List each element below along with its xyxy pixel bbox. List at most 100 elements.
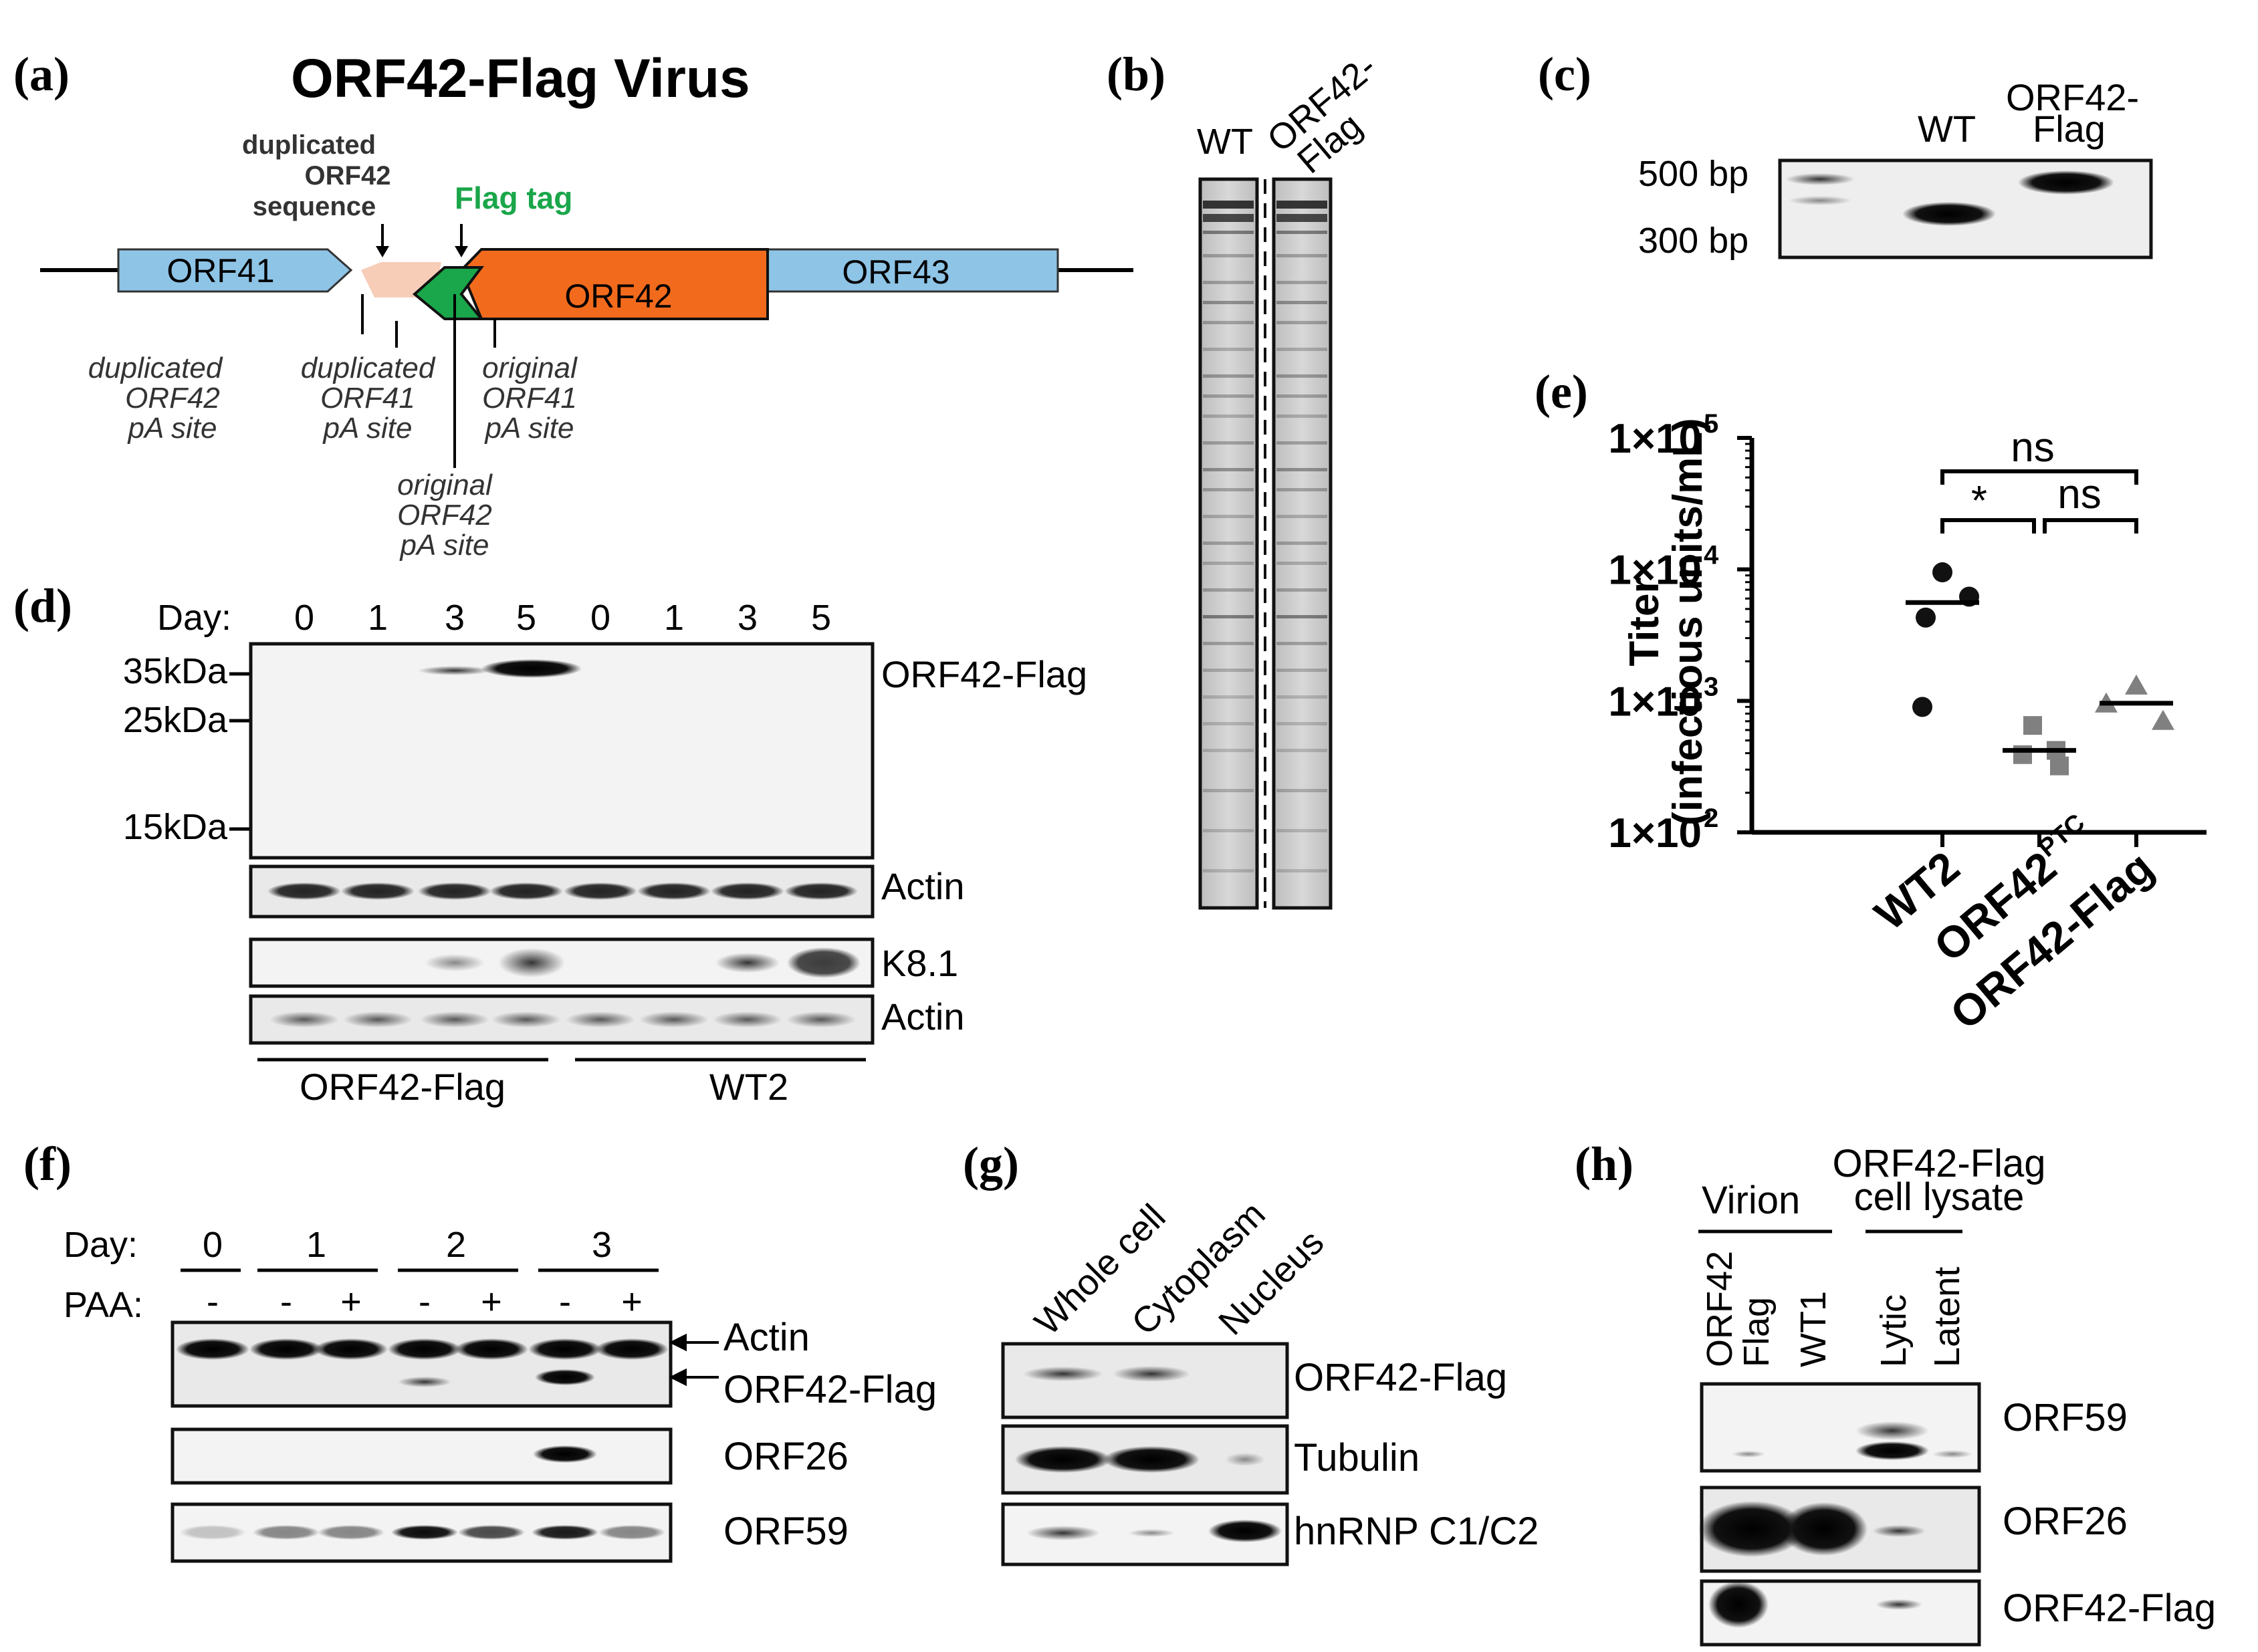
band-d-actin2: [269, 1012, 339, 1028]
d-group-wt2: WT2: [709, 1066, 788, 1108]
chart-ylabel-2: (infectious units/mL): [1665, 418, 1711, 826]
chart-points: [1912, 562, 2174, 776]
f-paa-2: -: [280, 1282, 292, 1322]
f-paa-6: -: [559, 1282, 571, 1322]
band-h-orf59-latent: [1932, 1450, 1972, 1458]
band-g-hnrnp-cyto: [1128, 1529, 1175, 1537]
gel-band: [1276, 348, 1327, 351]
sig-bracket-left: [1940, 518, 2036, 534]
h-label-orf26: ORF26: [2003, 1500, 2128, 1543]
pcr-band-wt: [1902, 202, 1996, 226]
gel-band: [1276, 722, 1327, 725]
panel-c-lane-flag-1: ORF42-: [2006, 76, 2139, 118]
gel-band: [1276, 642, 1327, 645]
band-f-actin: [314, 1338, 388, 1360]
f-label-orf59: ORF59: [723, 1510, 849, 1553]
band-h-orf42-flag: [1708, 1581, 1769, 1628]
gel-band: [1276, 214, 1327, 222]
sig-bracket-top: [1940, 469, 2138, 485]
band-g-tub-whole: [1015, 1446, 1111, 1473]
band-f-orf42-d2: [398, 1377, 451, 1387]
panel-d-letter: (d): [13, 579, 72, 632]
band-h-orf59-lytic: [1855, 1441, 1929, 1460]
sig-bracket-right: [2043, 518, 2138, 534]
chart-point-orf42ptc: [2023, 716, 2042, 735]
chart-point-orf42-flag: [2152, 709, 2174, 730]
f-day-3: 3: [592, 1225, 612, 1265]
panel-g-letter: (g): [963, 1137, 1019, 1191]
gel-band: [1276, 749, 1327, 752]
g-label-hnrnp: hnRNP C1/C2: [1294, 1510, 1539, 1553]
f-paa-5: +: [481, 1282, 502, 1322]
gel-band: [1276, 615, 1327, 618]
band-d-k81-d3: [425, 954, 485, 971]
chart-point-wt2: [1932, 562, 1952, 583]
gel-band: [1203, 515, 1254, 518]
chart-point-orf42ptc: [2050, 756, 2069, 776]
band-d-actin2: [420, 1012, 489, 1028]
panel-a-letter: (a): [13, 47, 70, 101]
panel-b-letter: (b): [1107, 47, 1165, 101]
h-lane-orf42-2: Flag: [1736, 1297, 1777, 1367]
gel-band: [1276, 669, 1327, 672]
band-d-actin: [267, 882, 341, 900]
flag-tag-arrow: [455, 224, 468, 257]
gel-band: [1276, 515, 1327, 518]
sig-star: *: [1971, 478, 1987, 524]
band-h-orf26-lytic: [1872, 1525, 1926, 1537]
dup42-pa-3: pA site: [127, 412, 217, 445]
band-d-actin2: [639, 1012, 709, 1028]
band-h-orf26-wt1: [1781, 1502, 1868, 1556]
f-orf59-bands: [179, 1525, 665, 1540]
gel-band: [1276, 201, 1327, 209]
panel-d-marker-25: 25kDa: [123, 700, 228, 740]
d-group-orf42-flag: ORF42-Flag: [300, 1066, 505, 1108]
panel-h: (h) Virion ORF42-Flag cell lysate ORF42 …: [1575, 1137, 2216, 1647]
orig41-pa-2: ORF41: [482, 382, 577, 415]
f-paa-1: -: [207, 1282, 219, 1322]
gel-band: [1276, 829, 1327, 832]
gel-band: [1203, 231, 1254, 234]
gel-band: [1203, 415, 1254, 418]
panel-d-marker-35: 35kDa: [123, 651, 228, 691]
band-h-orf26-flag: [1698, 1501, 1805, 1557]
d-actin2-bands: [269, 1012, 856, 1028]
panel-d-day-6: 1: [664, 598, 684, 638]
gel-band: [1276, 488, 1327, 491]
gel-band: [1203, 615, 1254, 618]
band-f-orf59: [532, 1525, 598, 1540]
panel-d-day-2: 1: [368, 598, 388, 638]
gel-band: [1276, 441, 1327, 445]
gel-band: [1203, 829, 1254, 832]
gel-band: [1276, 301, 1327, 304]
d-label-actin-1: Actin: [881, 865, 965, 907]
f-day-0: 0: [203, 1225, 223, 1265]
band-d-actin: [489, 882, 563, 900]
band-f-orf26-d3: [533, 1445, 597, 1463]
gel-band: [1276, 321, 1327, 324]
band-d-actin2: [343, 1012, 413, 1028]
h-group-virion: Virion: [1702, 1179, 1800, 1222]
chart-point-orf42-flag: [2125, 674, 2148, 695]
flag-tag-label: Flag tag: [455, 181, 572, 215]
f-day-2: 2: [446, 1225, 466, 1265]
chart-y-tick-exponent: 2: [1704, 804, 1718, 833]
band-d-actin: [341, 882, 415, 900]
pcr-band-orf42-flag: [2018, 170, 2114, 195]
orig42-pa-3: pA site: [399, 529, 489, 562]
gel-band: [1276, 281, 1327, 284]
orig42-pa-2: ORF42: [397, 499, 492, 532]
gel-band: [1203, 374, 1254, 378]
dup42-pa-1: duplicated: [88, 352, 223, 384]
gel-band: [1203, 214, 1254, 222]
band-f-orf59: [179, 1525, 246, 1540]
orf41-label: ORF41: [166, 252, 274, 289]
chart-ylabel-1: Titer: [1621, 577, 1668, 666]
panel-c-marker-300: 300 bp: [1638, 221, 1748, 261]
gel-band: [1203, 588, 1254, 592]
panel-d-day-7: 3: [738, 598, 758, 638]
orf43-gene: ORF43: [700, 248, 1059, 293]
gel-band: [1276, 562, 1327, 565]
